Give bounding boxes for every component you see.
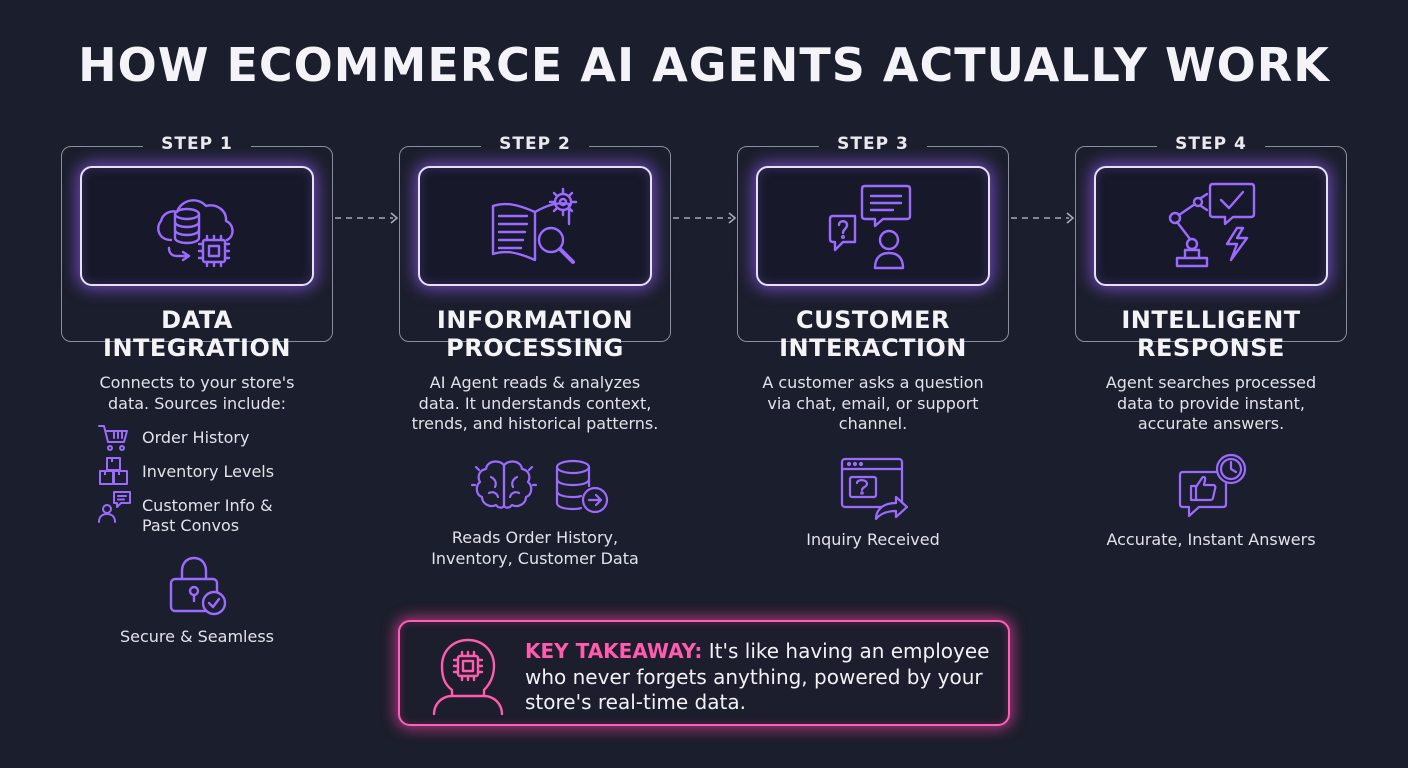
step-2-column: STEP 2 INFORMATION PROCESSING AI Agent r… (399, 0, 671, 768)
source-label-customer-info: Customer Info & Past Convos (142, 496, 273, 536)
step-2-heading: INFORMATION PROCESSING (379, 306, 691, 362)
step-2-heading-line-1: INFORMATION (436, 306, 634, 334)
arrow-step-3-to-4 (1011, 212, 1075, 224)
step-3-description: A customer asks a question via chat, ema… (717, 373, 1029, 435)
step-4-desc-line-1: Agent searches processed (1105, 373, 1317, 392)
step-4-column: STEP 4 INTELLIGENT RESPONSE Agent search… (1075, 0, 1347, 768)
step-3-label: STEP 3 (819, 134, 927, 154)
cloud-database-chip-icon (157, 199, 234, 268)
step-1-column: STEP 1 DATA INTEGRATION Connects to your… (61, 0, 333, 768)
source-item-customer-info: Customer Info & Past Convos (97, 490, 327, 535)
step-1-heading-line-2: INTEGRATION (103, 334, 291, 362)
inquiry-window-icon (840, 457, 909, 521)
book-gear-magnifier-icon (491, 187, 578, 264)
customer-chat-icon (98, 491, 131, 523)
source-item-inventory-levels: Inventory Levels (97, 456, 327, 490)
step-4-heading: INTELLIGENT RESPONSE (1055, 306, 1367, 362)
step-4-heading-line-1: INTELLIGENT (1121, 306, 1301, 334)
step-3-desc-line-1: A customer asks a question (762, 373, 984, 392)
step-1-heading-line-1: DATA (161, 306, 233, 334)
step-1-desc-line-1: Connects to your store's (99, 373, 295, 392)
thumbs-up-clock-icon (1178, 453, 1247, 518)
source-item-order-history: Order History (97, 422, 327, 456)
step-4-heading-line-2: RESPONSE (1137, 334, 1285, 362)
shopping-cart-icon (98, 425, 128, 451)
step-3-heading-line-2: INTERACTION (779, 334, 967, 362)
key-takeaway-line-3: store's real-time data. (525, 690, 746, 714)
step-2-heading-line-2: PROCESSING (446, 334, 624, 362)
step-3-desc-line-2: via chat, email, or support (767, 393, 979, 413)
step-3-icon-card (756, 166, 990, 286)
robot-arm-check-icon (1168, 182, 1256, 268)
brain-icon (471, 460, 537, 509)
arrow-step-1-to-2 (335, 212, 399, 224)
key-takeaway-box: KEY TAKEAWAY: It's like having an employ… (398, 620, 1010, 726)
key-takeaway-line-2: who never forgets anything, powered by y… (525, 664, 983, 689)
step-3-heading-line-1: CUSTOMER (796, 306, 950, 334)
step-3-heading: CUSTOMER INTERACTION (717, 306, 1029, 362)
step-4-desc-line-3: accurate answers. (1137, 414, 1285, 433)
step-4-label: STEP 4 (1157, 134, 1265, 154)
step-2-icon-card (418, 166, 652, 286)
padlock-check-icon (169, 556, 227, 616)
step-2-caption-line-2: Inventory, Customer Data (431, 548, 639, 568)
key-takeaway-line-1: KEY TAKEAWAY: It's like having an employ… (525, 639, 995, 665)
step-1-label: STEP 1 (143, 134, 251, 154)
step-2-label: STEP 2 (481, 134, 589, 154)
step-1-icon-card (80, 166, 314, 286)
chat-bubbles-person-icon (828, 184, 912, 270)
step-4-icon-card (1094, 166, 1328, 286)
key-takeaway-line-1-text: It's like having an employee (708, 639, 990, 663)
key-takeaway-label: KEY TAKEAWAY: (525, 639, 703, 663)
step-4-description: Agent searches processed data to provide… (1055, 373, 1367, 435)
source-label-inventory-levels: Inventory Levels (142, 462, 275, 481)
page-title: HOW ECOMMERCE AI AGENTS ACTUALLY WORK (78, 38, 1330, 92)
step-2-caption: Reads Order History, Inventory, Customer… (369, 528, 701, 569)
step-1-description: Connects to your store's data. Sources i… (41, 373, 353, 414)
boxes-icon (99, 457, 128, 485)
step-2-desc-line-3: trends, and historical patterns. (411, 414, 659, 433)
source-label-customer-info-line-2: Past Convos (142, 516, 240, 535)
source-label-order-history: Order History (142, 428, 250, 447)
step-1-caption: Secure & Seamless (119, 627, 274, 646)
step-1-desc-line-2: data. Sources include: (108, 393, 286, 413)
source-list: Order History Inventory Levels Customer … (97, 422, 327, 535)
ai-head-chip-icon (432, 638, 504, 716)
step-2-desc-line-1: AI Agent reads & analyzes (429, 373, 641, 392)
source-label-customer-info-line-1: Customer Info & (142, 496, 273, 515)
step-3-column: STEP 3 CUSTOMER INTERACTION A customer a… (737, 0, 1009, 768)
step-2-caption-line-1: Reads Order History, (451, 528, 619, 547)
step-4-caption: Accurate, Instant Answers (1106, 530, 1316, 549)
step-3-desc-line-3: channel. (838, 414, 908, 433)
step-2-desc-line-2: data. It understands context, (418, 393, 652, 413)
arrow-step-2-to-3 (673, 212, 737, 224)
step-1-heading: DATA INTEGRATION (41, 306, 353, 362)
step-2-description: AI Agent reads & analyzes data. It under… (379, 373, 691, 435)
step-4-desc-line-2: data to provide instant, (1117, 393, 1305, 413)
database-arrow-icon (555, 459, 609, 514)
step-3-caption: Inquiry Received (806, 530, 940, 549)
key-takeaway-text: KEY TAKEAWAY: It's like having an employ… (525, 639, 995, 716)
